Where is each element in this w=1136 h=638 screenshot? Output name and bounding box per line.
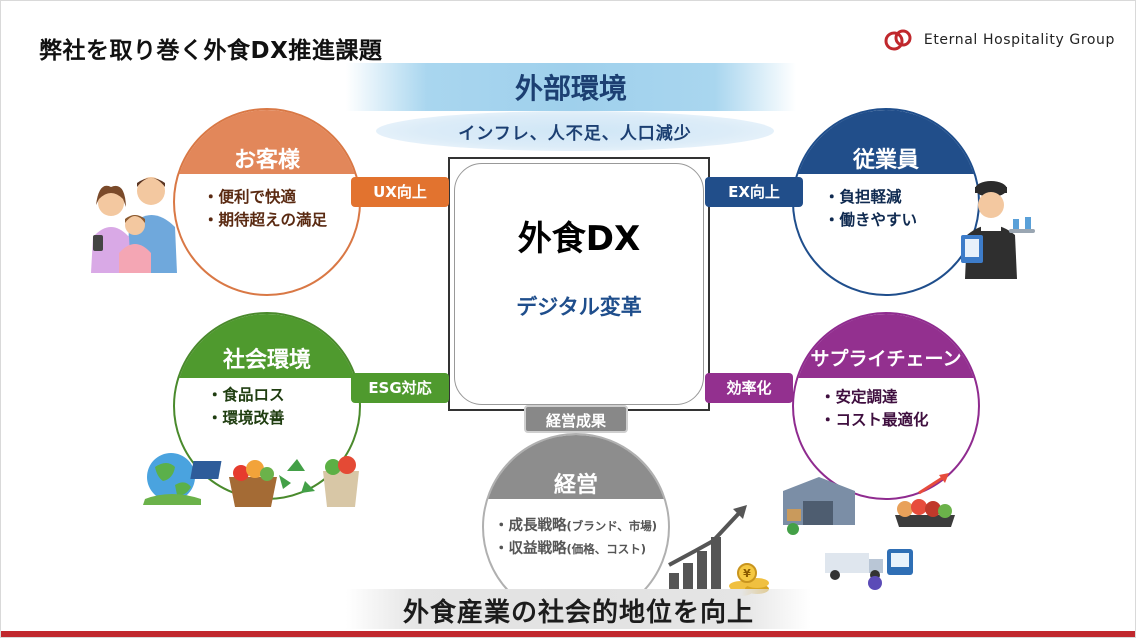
management-item: ・成長戦略(ブランド、市場) [494, 515, 657, 538]
management-item-main: ・収益戦略 [494, 541, 567, 557]
employee-heading: 従業員 [794, 110, 978, 174]
management-item-note: (価格、コスト) [566, 542, 647, 556]
supply-item: ・安定調達 [820, 388, 898, 406]
management-items: ・成長戦略(ブランド、市場) ・収益戦略(価格、コスト) [494, 515, 657, 561]
society-items: ・食品ロス ・環境改善 [207, 384, 285, 430]
customer-item: ・便利で快適 [203, 188, 297, 206]
employee-circle: 従業員 ・負担軽減 ・働きやすい [792, 108, 980, 296]
management-item-note: (ブランド、市場) [566, 519, 658, 533]
footer-band [346, 589, 811, 629]
management-item-main: ・成長戦略 [494, 518, 567, 534]
center-subtitle: デジタル変革 [516, 295, 642, 319]
warehouse-illustration [783, 473, 955, 590]
ux-tag: UX向上 [351, 177, 449, 207]
customer-circle: お客様 ・便利で快適 ・期待超えの満足 [173, 108, 361, 296]
external-subtitle: インフレ、人不足、人口減少 [458, 124, 692, 144]
external-title: 外部環境 [514, 72, 627, 105]
society-item: ・環境改善 [207, 409, 285, 427]
management-heading: 経営 [484, 435, 668, 499]
logo-text: Eternal Hospitality Group [923, 32, 1115, 48]
external-banner [346, 63, 796, 111]
customer-items: ・便利で快適 ・期待超えの満足 [203, 186, 327, 232]
logo: Eternal Hospitality Group [884, 29, 1115, 51]
management-tag: 経営成果 [524, 405, 628, 433]
svg-text:¥: ¥ [743, 567, 751, 580]
management-item: ・収益戦略(価格、コスト) [494, 538, 657, 561]
customer-heading: お客様 [175, 110, 359, 174]
family-illustration [91, 177, 177, 273]
eco-illustration [143, 453, 359, 507]
employee-item: ・働きやすい [824, 211, 918, 229]
supply-items: ・安定調達 ・コスト最適化 [820, 386, 929, 432]
customer-item: ・期待超えの満足 [203, 211, 328, 229]
footer-text: 外食産業の社会的地位を向上 [402, 598, 754, 628]
page-title: 弊社を取り巻く外食DX推進課題 [39, 38, 383, 64]
footer-bar [1, 631, 1135, 637]
external-oval [376, 111, 774, 151]
center-title: 外食DX [517, 219, 641, 259]
logo-rings-icon [884, 29, 912, 51]
esg-tag: ESG対応 [351, 373, 449, 403]
ex-tag: EX向上 [705, 177, 803, 207]
supply-item: ・コスト最適化 [820, 411, 929, 429]
employee-items: ・負担軽減 ・働きやすい [824, 186, 917, 232]
society-item: ・食品ロス [207, 386, 285, 404]
society-heading: 社会環境 [175, 314, 359, 378]
center-panel [454, 163, 704, 405]
efficiency-tag: 効率化 [705, 373, 793, 403]
supply-heading: サプライチェーン [794, 314, 978, 378]
supply-circle: サプライチェーン ・安定調達 ・コスト最適化 [792, 312, 980, 500]
employee-item: ・負担軽減 [824, 188, 902, 206]
staff-illustration [961, 181, 1035, 279]
growth-chart-illustration [668, 505, 747, 589]
